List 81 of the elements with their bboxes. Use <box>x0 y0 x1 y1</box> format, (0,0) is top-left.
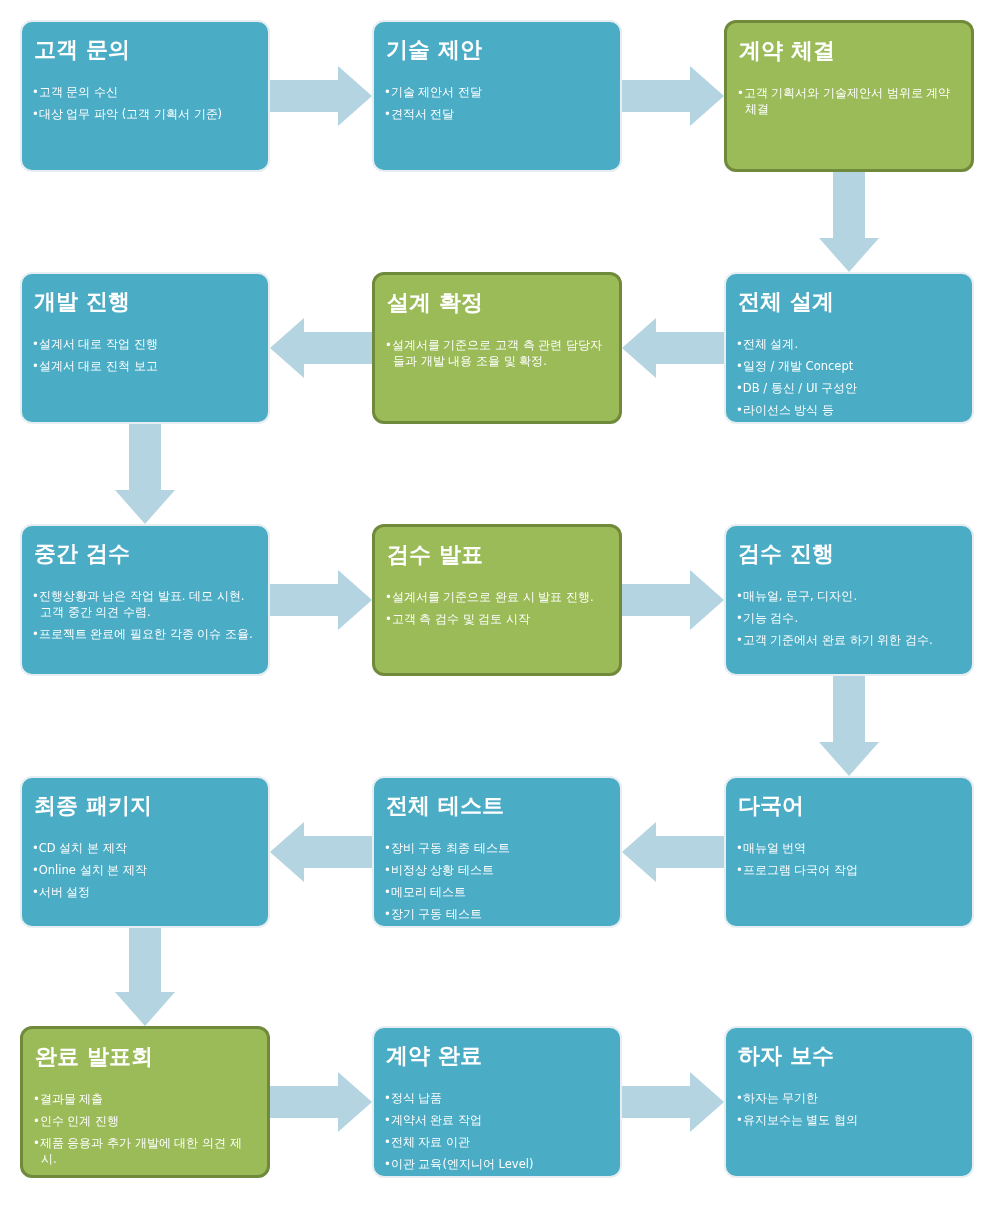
bullet-item: •하자는 무기한 <box>736 1090 820 1106</box>
process-box <box>20 1026 270 1178</box>
block-arrow <box>270 822 372 882</box>
bullet-item: •대상 업무 파악 (고객 기획서 기준) <box>32 106 224 122</box>
bullet-item: •제품 응용과 추가 개발에 대한 의견 제시. <box>33 1135 243 1167</box>
process-box <box>724 272 974 424</box>
bullet-item: •설계서를 기준으로 고객 측 관련 담당자 들과 개발 내용 조율 및 확정. <box>385 337 604 369</box>
box-heading: 전체 테스트 <box>386 792 505 820</box>
process-box <box>724 1026 974 1178</box>
box-heading: 중간 검수 <box>34 540 131 568</box>
bullet-item: •결과물 제출 <box>33 1091 105 1107</box>
bullet-item: •메모리 테스트 <box>384 884 468 900</box>
bullet-item: •고객 기획서와 기술제안서 범위로 계약 체결 <box>737 85 952 117</box>
block-arrow <box>270 570 372 630</box>
process-box <box>20 776 270 928</box>
process-box <box>372 776 622 928</box>
bullet-item: •매뉴얼 번역 <box>736 840 808 856</box>
box-heading: 고객 문의 <box>34 36 131 64</box>
box-heading: 검수 발표 <box>387 541 484 569</box>
bullet-item: •고객 문의 수신 <box>32 84 120 100</box>
bullet-item: •유지보수는 별도 협의 <box>736 1112 860 1128</box>
bullet-item: •고객 기준에서 완료 하기 위한 검수. <box>736 632 934 648</box>
box-heading: 계약 체결 <box>739 37 836 65</box>
box-heading: 최종 패키지 <box>34 792 153 820</box>
block-arrow <box>270 1072 372 1132</box>
box-heading: 기술 제안 <box>386 36 483 64</box>
box-heading: 하자 보수 <box>738 1042 835 1070</box>
box-heading: 계약 완료 <box>386 1042 483 1070</box>
process-box <box>372 20 622 172</box>
process-box <box>724 20 974 172</box>
process-box <box>372 272 622 424</box>
bullet-item: •기술 제안서 전달 <box>384 84 484 100</box>
bullet-item: •견적서 전달 <box>384 106 456 122</box>
bullet-item: •설계서 대로 작업 진행 <box>32 336 159 352</box>
bullet-item: •정식 납품 <box>384 1090 444 1106</box>
bullet-item: •장비 구동 최종 테스트 <box>384 840 511 856</box>
bullet-item: •계약서 완료 작업 <box>384 1112 484 1128</box>
bullet-item: •라이선스 방식 등 <box>736 402 836 418</box>
box-heading: 설계 확정 <box>387 289 484 317</box>
bullet-item: •비정상 상황 테스트 <box>384 862 496 878</box>
bullet-item: •DB / 통신 / UI 구성안 <box>736 380 859 396</box>
box-heading: 개발 진행 <box>34 288 131 316</box>
bullet-item: •Online 설치 본 제작 <box>32 862 148 878</box>
bullet-item: •설계서를 기준으로 완료 시 발표 진행. <box>385 589 595 605</box>
block-arrow <box>622 1072 724 1132</box>
bullet-item: •설계서 대로 진척 보고 <box>32 358 159 374</box>
bullet-item: •장기 구동 테스트 <box>384 906 484 922</box>
bullet-item: •매뉴얼, 문구, 디자인. <box>736 588 859 604</box>
box-heading: 다국어 <box>738 792 805 820</box>
process-box <box>372 1026 622 1178</box>
bullet-item: •일정 / 개발 Concept <box>736 358 855 374</box>
block-arrow <box>622 318 724 378</box>
bullet-item: •전체 자료 이관 <box>384 1134 472 1150</box>
bullet-item: •기능 검수. <box>736 610 800 626</box>
process-box <box>20 524 270 676</box>
bullet-item: •전체 설계. <box>736 336 800 352</box>
bullet-item: •진행상황과 남은 작업 발표. 데모 시현. 고객 중간 의견 수렴. <box>32 588 246 620</box>
block-arrow <box>270 66 372 126</box>
block-arrow <box>622 570 724 630</box>
block-arrow <box>115 424 175 524</box>
box-heading: 검수 진행 <box>738 540 835 568</box>
block-arrow <box>115 928 175 1026</box>
box-heading: 완료 발표회 <box>35 1043 154 1071</box>
bullet-item: •고객 측 검수 및 검토 시작 <box>385 611 532 627</box>
box-heading: 전체 설계 <box>738 288 835 316</box>
block-arrow <box>819 172 879 272</box>
block-arrow <box>819 676 879 776</box>
process-box <box>20 20 270 172</box>
bullet-item: •인수 인계 진행 <box>33 1113 121 1129</box>
bullet-item: •CD 설치 본 제작 <box>32 840 128 856</box>
block-arrow <box>622 822 724 882</box>
process-box <box>372 524 622 676</box>
process-box <box>724 524 974 676</box>
process-box <box>724 776 974 928</box>
block-arrow <box>270 318 372 378</box>
bullet-item: •프로젝트 완료에 필요한 각종 이슈 조율. <box>32 626 254 642</box>
bullet-item: •서버 설정 <box>32 884 92 900</box>
block-arrow <box>622 66 724 126</box>
process-box <box>20 272 270 424</box>
bullet-item: •이관 교육(엔지니어 Level) <box>384 1156 535 1172</box>
bullet-item: •프로그램 다국어 작업 <box>736 862 860 878</box>
